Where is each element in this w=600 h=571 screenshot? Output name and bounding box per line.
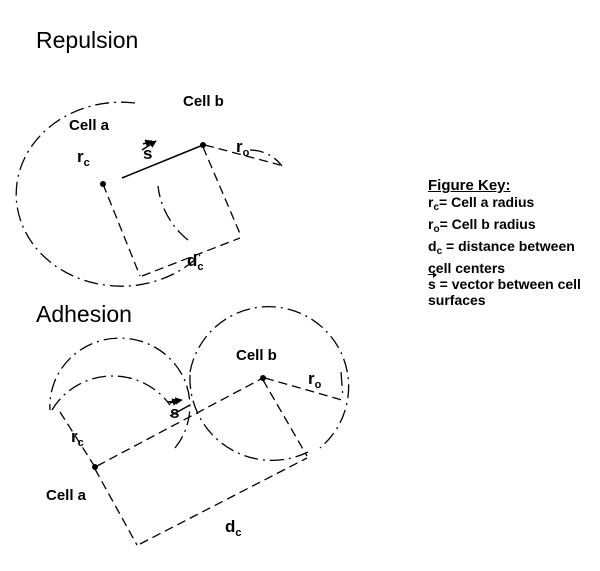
adhesion-cell-a-outline (49, 337, 191, 449)
repulsion-radius-b-label: ro (236, 137, 250, 159)
figure-key-item: dc = distance between cell centers (428, 238, 588, 276)
figure-key: Figure Key: rc= Cell a radius ro= Cell b… (428, 178, 588, 308)
adhesion-radius-b-line (264, 377, 343, 401)
adhesion-cell-b-center (260, 375, 266, 381)
adhesion-cell-b-outline-right (340, 371, 344, 399)
adhesion-cell-a-outline-top (51, 375, 171, 411)
repulsion-panel: Repulsion Cell b Cell a rc ro s dc (15, 27, 283, 287)
adhesion-cell-a-label: Cell a (46, 487, 87, 504)
adhesion-distance-left (94, 468, 138, 546)
repulsion-title: Repulsion (36, 27, 138, 53)
adhesion-radius-a-line (59, 411, 96, 468)
vector-overarrow (142, 139, 153, 147)
key-vector-symbol: s (428, 272, 437, 292)
key-symbol: d (428, 238, 437, 254)
adhesion-vector-segment (169, 404, 191, 417)
repulsion-vector-label: s (143, 144, 152, 163)
key-text: = vector between cell surfaces (428, 276, 581, 308)
adhesion-title: Adhesion (36, 301, 132, 327)
figure-key-item: rc= Cell a radius (428, 194, 588, 216)
repulsion-distance-base (141, 237, 241, 277)
adhesion-radius-b-label: ro (308, 369, 322, 391)
key-text: = Cell a radius (439, 194, 535, 210)
vector-overarrow (169, 398, 180, 406)
figure-key-item: s = vector between cell surfaces (428, 272, 588, 308)
repulsion-cell-b-outline (157, 185, 189, 241)
adhesion-radius-a-label: rc (71, 427, 84, 449)
repulsion-distance-left (102, 183, 141, 277)
key-symbol-sub: o (433, 224, 440, 235)
repulsion-cell-a-outline (15, 101, 201, 287)
key-text: = distance between cell centers (428, 238, 575, 276)
adhesion-cell-b-outline-bottom (189, 374, 309, 462)
repulsion-radius-b-line (204, 144, 281, 166)
repulsion-cell-b-outline-right (249, 149, 283, 167)
adhesion-distance-label: dc (225, 517, 242, 539)
repulsion-cell-a-label: Cell a (69, 117, 110, 134)
figure-key-title: Figure Key: (428, 177, 511, 194)
key-symbol: r (428, 216, 434, 232)
repulsion-distance-right (202, 146, 242, 237)
adhesion-distance-right (262, 379, 308, 457)
key-symbol-sub: c (436, 246, 443, 257)
repulsion-center-line (121, 144, 204, 179)
adhesion-panel: Adhesion Cell b Cell a rc ro s dc (36, 301, 350, 546)
repulsion-radius-a-label: rc (77, 147, 90, 169)
key-symbol: r (428, 194, 434, 210)
adhesion-distance-base (139, 457, 308, 545)
repulsion-distance-label: dc (187, 251, 204, 273)
figure-key-item: ro= Cell b radius (428, 216, 588, 238)
adhesion-vector-label: s (170, 403, 179, 422)
adhesion-cell-b-outline (189, 306, 350, 449)
key-text: = Cell b radius (439, 216, 536, 232)
repulsion-cell-b-label: Cell b (183, 93, 224, 110)
adhesion-center-line (96, 378, 262, 467)
key-symbol-sub: c (433, 202, 440, 213)
adhesion-cell-b-label: Cell b (236, 347, 277, 364)
